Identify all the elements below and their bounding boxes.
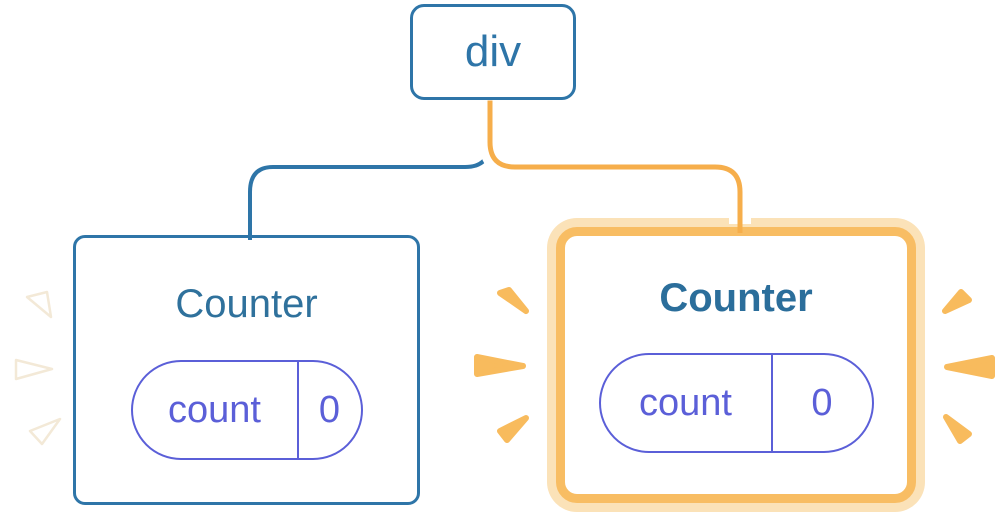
state-value: 0 xyxy=(811,382,833,424)
state-key-segment: count xyxy=(601,355,771,451)
burst-icon-right-counter-right xyxy=(942,289,995,444)
tree-edge-left xyxy=(248,100,492,240)
state-key-label: count xyxy=(639,382,732,424)
counter-node-right: Counter count 0 xyxy=(556,227,916,503)
counter-node-right-highlight-ring: Counter count 0 xyxy=(547,218,925,512)
root-node-label: div xyxy=(464,27,522,76)
burst-icon-right-counter-left xyxy=(474,287,529,443)
counter-node-left: Counter count 0 xyxy=(73,235,420,505)
counter-title: Counter xyxy=(659,276,813,320)
tree-edge-right xyxy=(487,100,743,233)
state-pill: count 0 xyxy=(130,360,363,460)
state-key-segment: count xyxy=(133,362,297,458)
state-value-segment: 0 xyxy=(770,355,872,451)
state-key-label: count xyxy=(168,389,261,431)
state-value: 0 xyxy=(318,389,341,431)
counter-title: Counter xyxy=(175,282,318,326)
state-value-segment: 0 xyxy=(296,362,361,458)
burst-icon-left-counter xyxy=(14,290,62,446)
state-pill: count 0 xyxy=(598,353,874,453)
root-node-div: div xyxy=(410,4,576,100)
tree-edge-right-casing xyxy=(479,100,751,224)
